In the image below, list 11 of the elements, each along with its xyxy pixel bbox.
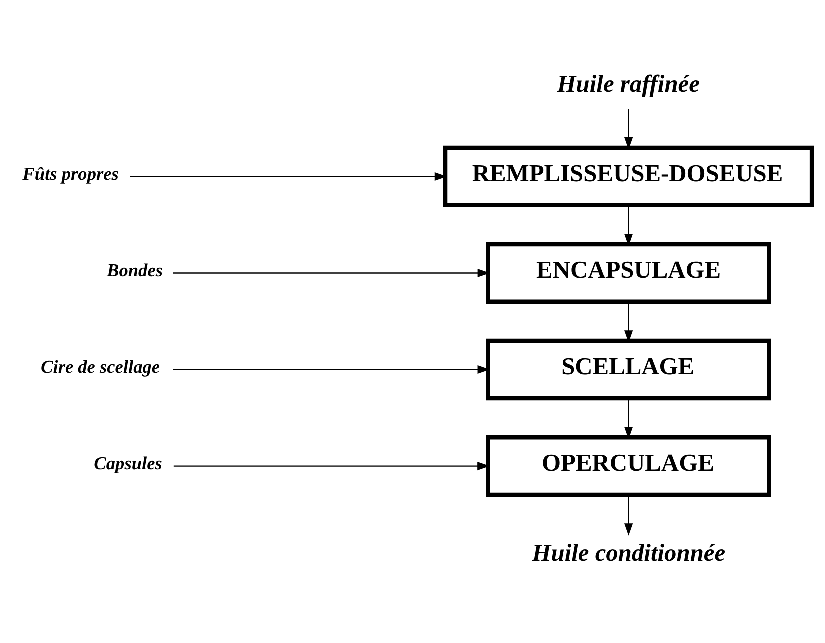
node-text: Huile raffinée [557,70,700,98]
node-box: SCELLAGE [486,338,772,401]
node-box: OPERCULAGE [486,435,772,498]
node-text: Capsules [94,453,162,474]
node-box: ENCAPSULAGE [486,242,772,304]
node-text: Cire de scellage [41,356,160,377]
node-text: Fûts propres [22,164,119,184]
arrow [624,495,634,536]
node-text: Bondes [107,260,163,280]
node-box: REMPLISSEUSE-DOSEUSE [443,146,814,208]
node-text: Huile conditionnée [532,540,726,568]
